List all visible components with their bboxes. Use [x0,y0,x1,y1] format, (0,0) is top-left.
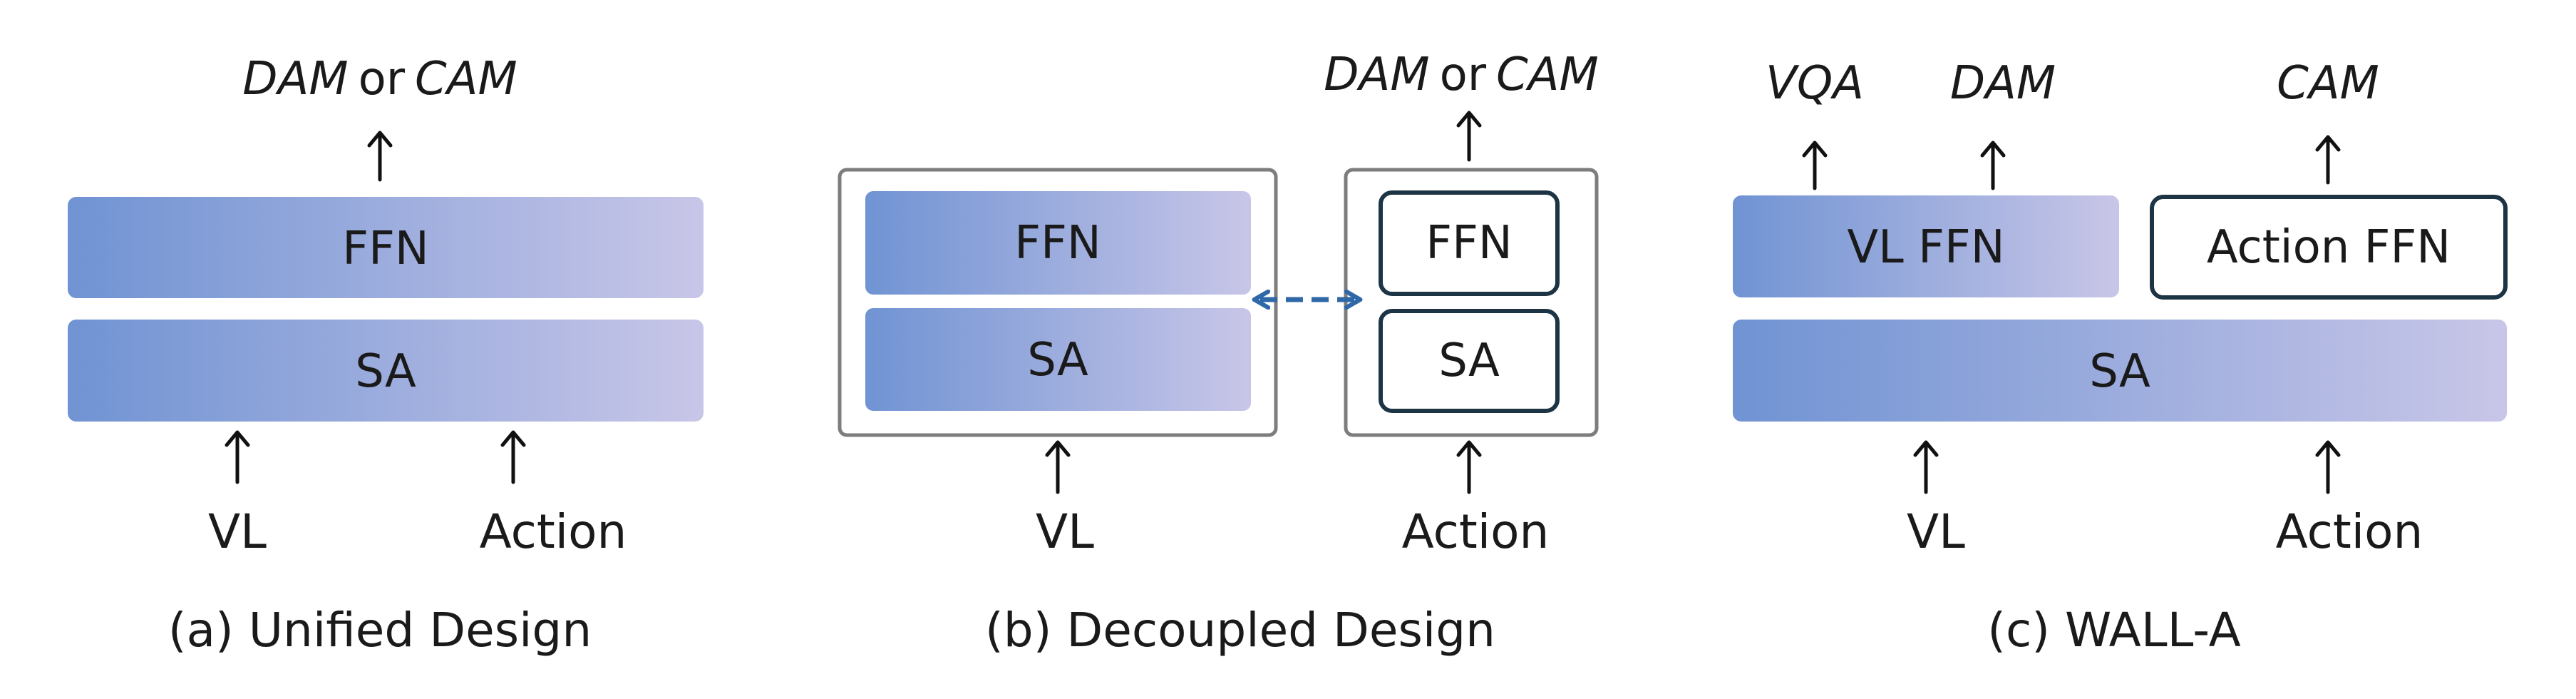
panel-c-vqa-output-label: VQA [1766,57,1864,110]
panel-c-action-input-label: Action [2276,504,2423,559]
panel-b-left-ffn-block [865,191,1251,295]
panel-c-cam-arrow [2315,135,2341,185]
panel-c-vqa-arrow [1802,141,1828,190]
panel-c-vl-ffn-block [1733,195,2119,297]
panel-b-vl-arrow [1045,440,1071,494]
panel-b-right-sa-label: SA [1438,335,1500,387]
panel-c-cam-output-label: CAM [2277,57,2379,110]
panel-a-output-arrow [367,131,393,182]
panel-b-action-input-label: Action [1402,504,1550,559]
panel-c-vl-ffn-label: VL FFN [1847,221,2004,274]
panel-c-vl-input-label: VL [1907,504,1965,559]
panel-a-ffn-label: FFN [342,223,429,275]
panel-b-right-sa-block [1379,309,1560,413]
panel-c-wall-a: VQA DAM CAM VL FFN Action FFN SA VL Acti… [1733,57,2508,658]
panel-b-action-arrow [1456,440,1482,494]
panel-b-right-ffn-label: FFN [1426,217,1513,270]
panel-c-action-ffn-block [2150,195,2508,300]
panel-b-left-sa-block [865,308,1251,411]
panel-c-sa-block [1733,320,2507,422]
panel-c-action-ffn-label: Action FFN [2207,221,2451,274]
panel-c-caption: (c) WALL-A [1987,603,2240,658]
panel-a-ffn-block [68,197,704,298]
panel-b-right-ffn-block [1379,190,1560,296]
panel-c-dam-output-label: DAM [1950,57,2056,110]
panel-a-caption: (a) Unified Design [168,603,592,658]
panel-b-left-ffn-label: FFN [1014,217,1101,270]
panel-c-action-arrow [2315,440,2341,494]
panel-a-sa-label: SA [355,345,416,398]
panel-c-vl-arrow [1913,440,1939,494]
panel-a-sa-block [68,320,704,422]
panel-c-sa-label: SA [2089,345,2150,398]
panel-c-dam-arrow [1980,141,2006,190]
panel-b-output-arrow [1456,111,1482,162]
panel-b-vl-input-label: VL [1036,504,1094,559]
panel-a-vl-input-label: VL [208,504,267,559]
panel-a-action-arrow [500,430,526,484]
panel-a-action-input-label: Action [480,504,627,559]
panel-a-vl-arrow [225,430,250,484]
panel-b-caption: (b) Decoupled Design [985,603,1495,658]
panel-b-left-sa-label: SA [1027,334,1088,387]
